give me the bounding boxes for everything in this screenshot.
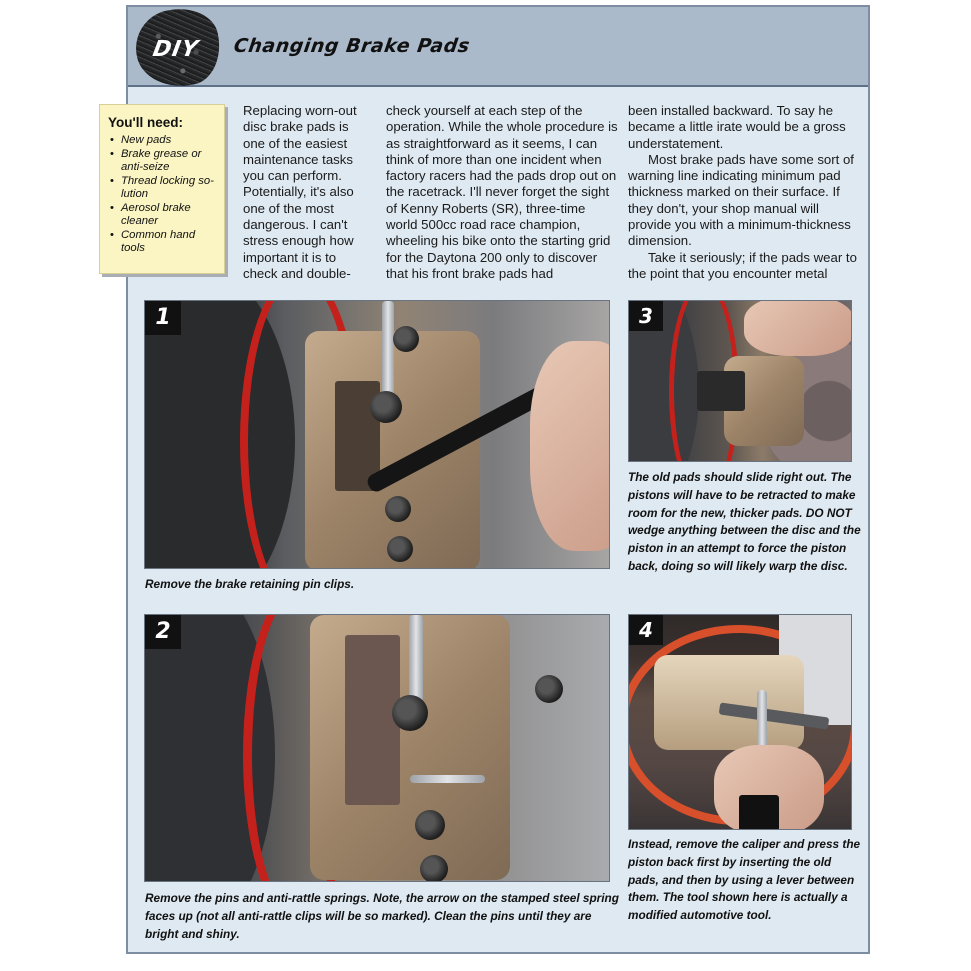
hand-shape — [744, 301, 851, 356]
bolt-shape — [392, 695, 428, 731]
supplies-item: Thread locking so-lution — [108, 175, 218, 202]
brake-pad-shape — [345, 635, 400, 805]
body-column-3: been installed backward. To say he becam… — [628, 103, 860, 282]
body-paragraph: Most brake pads have some sort of warnin… — [628, 151, 854, 249]
bolt-shape — [370, 391, 402, 423]
step-1-photo: 1 — [144, 300, 610, 569]
supplies-sidebar: You'll need: New pads Brake grease or an… — [99, 104, 225, 274]
supplies-title: You'll need: — [108, 115, 183, 130]
body-paragraph: Take it seriously; if the pads wear to t… — [628, 249, 857, 281]
bolt-shape — [415, 810, 445, 840]
supplies-item: New pads — [108, 134, 218, 148]
supplies-list: New pads Brake grease or anti-seize Thre… — [108, 134, 218, 256]
step-number-badge: 1 — [145, 301, 181, 335]
bolt-shape — [393, 326, 419, 352]
brake-hose-shape — [409, 615, 423, 705]
page-title: Changing Brake Pads — [232, 35, 472, 57]
step-number-badge: 4 — [629, 615, 663, 645]
supplies-item: Brake grease or anti-seize — [108, 148, 218, 175]
bolt-shape — [420, 855, 448, 881]
brake-pad-shape — [697, 371, 745, 411]
bolt-shape — [535, 675, 563, 703]
body-paragraph: check yourself at each step of the opera… — [386, 103, 618, 281]
supplies-item: Common hand tools — [108, 229, 218, 256]
body-paragraph: Replacing worn-out disc brake pads is on… — [243, 103, 357, 281]
step-number-badge: 3 — [629, 301, 663, 331]
caliper-shape — [654, 655, 804, 750]
tool-handle-shape — [739, 795, 779, 829]
bolt-shape — [385, 496, 411, 522]
step-2-photo: 2 — [144, 614, 610, 882]
step-3-photo: 3 — [628, 300, 852, 462]
step-1-caption: Remove the brake retaining pin clips. — [145, 577, 355, 591]
step-number-badge: 2 — [145, 615, 181, 649]
step-2-caption: Remove the pins and anti-rattle springs.… — [145, 891, 619, 941]
body-paragraph: been installed backward. To say he becam… — [628, 103, 846, 151]
supplies-item: Aerosol brake cleaner — [108, 202, 218, 229]
hand-shape — [530, 341, 609, 551]
diy-badge: DIY — [150, 37, 201, 62]
bolt-shape — [387, 536, 413, 562]
pin-shape — [410, 775, 485, 783]
brake-hose-shape — [382, 301, 394, 401]
article-header: DIY Changing Brake Pads — [128, 1, 868, 95]
body-column-1: Replacing worn-out disc brake pads is on… — [243, 103, 373, 282]
body-column-2: check yourself at each step of the opera… — [386, 103, 618, 282]
step-3-caption: The old pads should slide right out. The… — [628, 470, 861, 573]
step-4-caption: Instead, remove the caliper and press th… — [628, 837, 861, 923]
step-4-photo: 4 — [628, 614, 852, 830]
